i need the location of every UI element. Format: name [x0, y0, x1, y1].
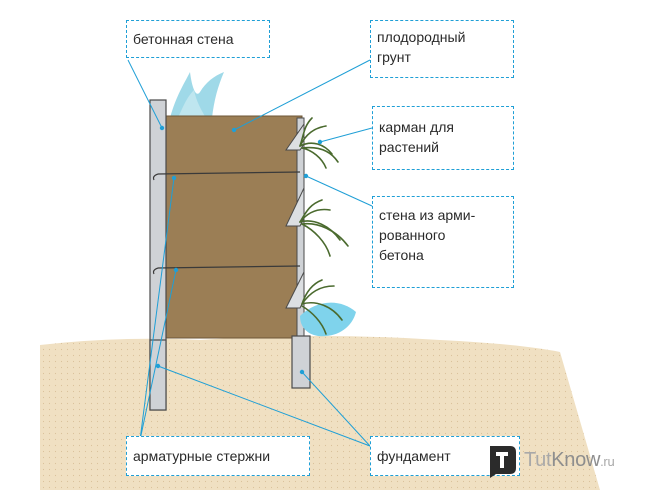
label-reinforced-wall: стена из арми- рованного бетона — [372, 196, 514, 288]
label-plant-pocket: карман для растений — [372, 106, 514, 170]
pocket-plant-3 — [300, 279, 356, 337]
watermark-part3: .ru — [600, 454, 615, 469]
leader-dots — [155, 125, 323, 375]
watermark-part2: Know — [551, 449, 601, 471]
foundation-post-left — [149, 339, 167, 411]
foundation-post-right — [291, 335, 311, 389]
pocket-plant-2 — [299, 199, 349, 257]
label-fertile-soil: плодородный грунт — [370, 20, 514, 78]
pocket-plant-1 — [299, 117, 339, 169]
book-logo-icon — [490, 446, 516, 478]
label-rebars: арматурные стержни — [126, 436, 310, 476]
plant-pockets — [285, 122, 305, 309]
watermark-part1: Tut — [524, 449, 552, 471]
top-plant — [170, 72, 224, 118]
fertile-soil-mass — [165, 115, 303, 339]
leader-lines — [127, 59, 373, 447]
label-concrete-wall: бетонная стена — [126, 20, 270, 58]
tutknow-watermark: TutKnow.ru — [486, 442, 646, 482]
watermark-text: TutKnow.ru — [524, 449, 615, 472]
rebars — [152, 171, 301, 275]
